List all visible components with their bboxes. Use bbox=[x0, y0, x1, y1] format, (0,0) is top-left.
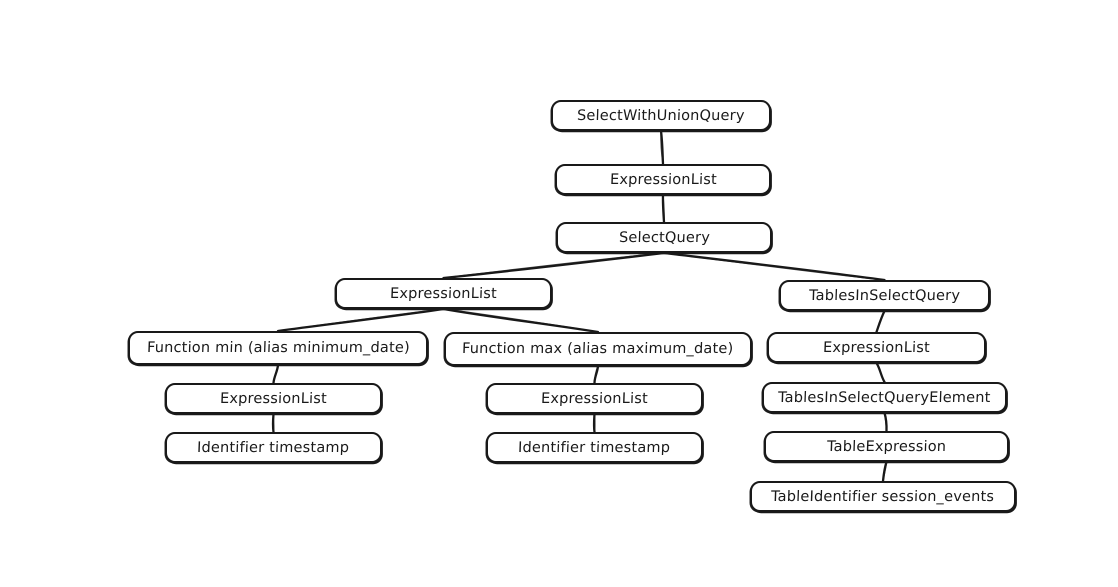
ast-node-label: ExpressionList bbox=[219, 390, 328, 407]
ast-edge bbox=[442, 251, 666, 280]
ast-edge bbox=[881, 460, 888, 483]
ast-node[interactable]: Identifier timestamp bbox=[486, 432, 703, 463]
ast-edge bbox=[883, 411, 888, 433]
ast-node-label: Identifier timestamp bbox=[518, 439, 671, 456]
ast-node-label: TablesInSelectQueryElement bbox=[777, 389, 992, 406]
ast-node[interactable]: ExpressionList bbox=[335, 278, 552, 309]
ast-node[interactable]: TablesInSelectQueryElement bbox=[762, 382, 1007, 413]
ast-node-label: SelectWithUnionQuery bbox=[576, 107, 746, 124]
ast-node-label: Identifier timestamp bbox=[197, 439, 350, 456]
ast-edge bbox=[442, 307, 600, 334]
ast-node[interactable]: Function min (alias minimum_date) bbox=[128, 331, 428, 365]
ast-node[interactable]: TablesInSelectQuery bbox=[779, 280, 990, 311]
ast-node-label: TableExpression bbox=[826, 438, 947, 455]
ast-node-label: Function min (alias minimum_date) bbox=[146, 340, 410, 356]
ast-node[interactable]: Identifier timestamp bbox=[165, 432, 382, 463]
ast-node[interactable]: Function max (alias maximum_date) bbox=[444, 332, 752, 366]
ast-node[interactable]: TableExpression bbox=[764, 431, 1009, 462]
ast-edge bbox=[593, 364, 600, 385]
ast-node[interactable]: TableIdentifier session_events bbox=[750, 481, 1016, 512]
ast-node-label: ExpressionList bbox=[609, 171, 717, 188]
ast-edge bbox=[272, 363, 280, 385]
ast-edge bbox=[875, 361, 886, 384]
ast-node-label: ExpressionList bbox=[389, 285, 498, 302]
ast-node-label: ExpressionList bbox=[822, 339, 931, 356]
ast-edge bbox=[592, 412, 596, 434]
ast-node[interactable]: ExpressionList bbox=[486, 383, 703, 414]
ast-node-label: TableIdentifier session_events bbox=[771, 488, 995, 505]
ast-node-label: ExpressionList bbox=[540, 390, 649, 407]
ast-node-label: Function max (alias maximum_date) bbox=[462, 341, 734, 357]
ast-node[interactable]: ExpressionList bbox=[165, 383, 382, 414]
ast-edge bbox=[661, 193, 666, 224]
ast-edge bbox=[659, 129, 665, 166]
ast-node[interactable]: SelectQuery bbox=[556, 222, 772, 253]
ast-node[interactable]: SelectWithUnionQuery bbox=[551, 100, 771, 131]
ast-node[interactable]: ExpressionList bbox=[555, 164, 771, 195]
ast-node-label: TablesInSelectQuery bbox=[808, 287, 961, 304]
ast-edge bbox=[875, 309, 886, 334]
ast-node-label: SelectQuery bbox=[618, 229, 710, 246]
ast-node[interactable]: ExpressionList bbox=[767, 332, 986, 363]
ast-edge bbox=[276, 307, 445, 333]
ast-edge bbox=[271, 412, 275, 434]
ast-edge bbox=[662, 251, 886, 282]
